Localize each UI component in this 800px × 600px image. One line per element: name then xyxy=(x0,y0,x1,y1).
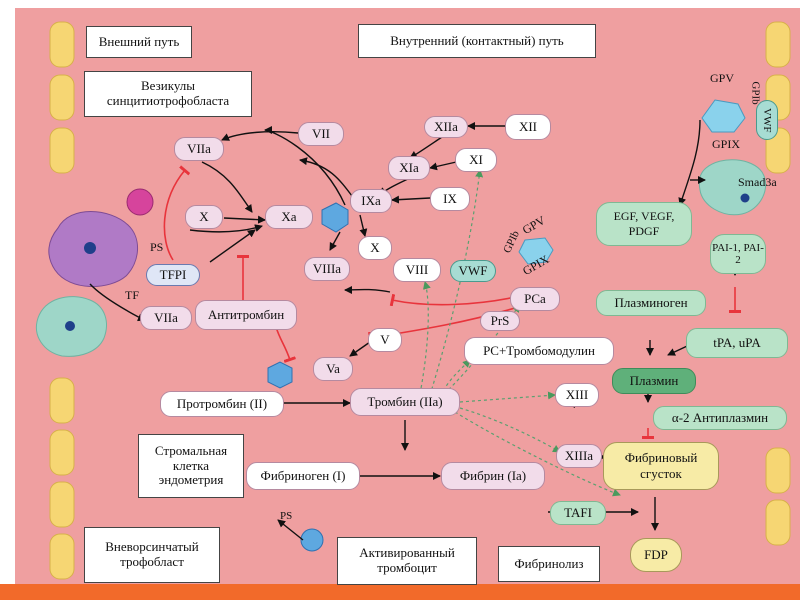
prothrombin: Протромбин (II) xyxy=(160,391,284,417)
factor-viiia: VIIIa xyxy=(304,257,350,281)
tfpi: TFPI xyxy=(146,264,200,286)
factor-xiia: XIIa xyxy=(424,116,468,138)
smad-cell-nucleus xyxy=(740,193,750,203)
fdp: FDP xyxy=(630,538,682,572)
factor-xiii: XIII xyxy=(555,383,599,407)
trophoblast-cell-nucleus xyxy=(65,321,75,331)
plasminogen: Плазминоген xyxy=(596,290,706,316)
vwf: VWF xyxy=(450,260,496,282)
platelet-mid-shape xyxy=(518,237,554,265)
factor-xa: Xa xyxy=(265,205,313,229)
factor-viia-top: VIIa xyxy=(174,137,224,161)
stromal-cell-nucleus xyxy=(84,242,96,254)
pai: PAI-1, PAI-2 xyxy=(710,234,766,274)
complex-va-shape xyxy=(267,361,293,389)
pca: PCa xyxy=(510,287,560,311)
tpa-upa: tPA, uPA xyxy=(686,328,788,358)
factor-vii: VII xyxy=(298,122,344,146)
thrombin: Тромбин (IIa) xyxy=(350,388,460,416)
fibrinogen: Фибриноген (I) xyxy=(246,462,360,490)
factor-viia-left: VIIa xyxy=(140,306,192,330)
growth-factors: EGF, VEGF, PDGF xyxy=(596,202,692,246)
vwf-top: VWF xyxy=(756,100,778,140)
plasmin: Плазмин xyxy=(612,368,696,394)
complex-xa-shape xyxy=(321,202,349,233)
alpha2-antiplasmin: α-2 Антиплазмин xyxy=(653,406,787,430)
extravillous-trophoblast-label: Вневорсинчатый трофобласт xyxy=(84,527,220,583)
factor-viii: VIII xyxy=(393,258,441,282)
factor-xi: XI xyxy=(455,148,497,172)
ps-label-top: PS xyxy=(150,240,164,254)
factor-xiiia: XIIIa xyxy=(556,444,602,468)
bottom-strip xyxy=(0,584,800,600)
factor-xia: XIa xyxy=(388,156,430,180)
fibrinolysis-label: Фибринолиз xyxy=(498,546,600,582)
activated-platelet-label: Активированный тромбоцит xyxy=(337,537,477,585)
prs: PrS xyxy=(480,311,520,331)
factor-v: V xyxy=(368,328,402,352)
gpv-top-label: GPV xyxy=(710,71,735,85)
activated-platelet-shape xyxy=(300,528,324,552)
fibrin-clot: Фибриновый сгусток xyxy=(603,442,719,490)
factor-va: Va xyxy=(313,357,353,381)
pc-thrombomodulin: PC+Тромбомодулин xyxy=(464,337,614,365)
extrinsic-pathway-title: Внешний путь xyxy=(86,26,192,58)
antithrombin: Антитромбин xyxy=(195,300,297,330)
gpix-top-label: GPIX xyxy=(712,137,741,151)
platelet-top-shape xyxy=(701,99,746,133)
factor-ixa: IXa xyxy=(350,189,392,213)
stromal-cell-label: Стромальная клетка эндометрия xyxy=(138,434,244,498)
factor-x-left: X xyxy=(185,205,223,229)
smad3a-label: Smad3a xyxy=(738,175,777,189)
factor-x-right: X xyxy=(358,236,392,260)
ps-label-bottom: PS xyxy=(280,510,293,522)
tf-label: TF xyxy=(125,288,140,302)
factor-ix: IX xyxy=(430,187,470,211)
left-vessel-wall xyxy=(49,21,75,580)
vesicles-label: Везикулы синцитиотрофобласта xyxy=(84,71,252,117)
tafi: TAFI xyxy=(550,501,606,525)
vesicle-shape xyxy=(126,188,154,216)
factor-xii: XII xyxy=(505,114,551,140)
fibrin: Фибрин (Ia) xyxy=(441,462,545,490)
intrinsic-pathway-title: Внутренний (контактный) путь xyxy=(358,24,596,58)
right-vessel-wall xyxy=(765,21,791,546)
